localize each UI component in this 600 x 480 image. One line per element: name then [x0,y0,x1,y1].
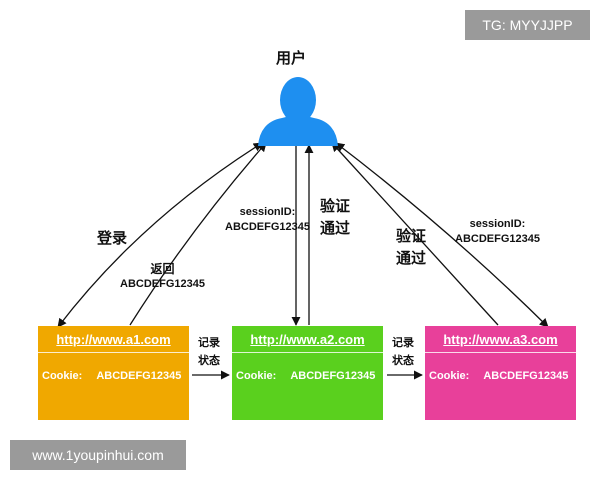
session-right-label: sessionID: ABCDEFG12345 [455,217,540,247]
divider [425,352,576,353]
watermark-bottom: www.1youpinhui.com [10,440,186,470]
verify-right-line2: 通过 [396,250,427,267]
cookie-value: ABCDEFG12345 [483,370,569,382]
user-icon [258,77,338,146]
record-1-line1: 记录 [198,337,220,349]
cookie-value: ABCDEFG12345 [96,370,182,382]
return-text: 返回 [150,262,175,276]
cookie-row: Cookie: ABCDEFG12345 [429,370,574,382]
cookie-label: Cookie: [429,370,470,382]
return-label: 返回 ABCDEFG12345 [120,262,205,292]
record-label-2: 记录 状态 [392,334,414,370]
session-right-arrow [335,142,549,328]
record-2-line2: 状态 [392,355,414,367]
site-box-a2: http://www.a2.com Cookie: ABCDEFG12345 [232,326,383,420]
record-2-line1: 记录 [392,337,414,349]
session-left-key: sessionID: [239,206,296,218]
site-box-a1: http://www.a1.com Cookie: ABCDEFG12345 [38,326,189,420]
site-url: http://www.a3.com [443,332,558,347]
divider [38,352,189,353]
user-label: 用户 [276,50,307,67]
watermark-top: TG: MYYJJPP [465,10,590,40]
divider [232,352,383,353]
session-left-label: sessionID: ABCDEFG12345 [225,205,310,235]
verify-right-label: 验证 通过 [396,226,426,270]
cookie-value: ABCDEFG12345 [290,370,376,382]
site-url: http://www.a2.com [250,332,365,347]
cookie-label: Cookie: [236,370,277,382]
login-arrow [57,142,263,328]
login-label: 登录 [97,230,128,247]
verify-left-line2: 通过 [320,220,351,237]
session-right-value: ABCDEFG12345 [455,233,540,245]
site-url: http://www.a1.com [56,332,171,347]
record-label-1: 记录 状态 [198,334,220,370]
return-arrow [129,142,267,326]
return-value: ABCDEFG12345 [120,278,205,290]
site-box-a3: http://www.a3.com Cookie: ABCDEFG12345 [425,326,576,420]
cookie-row: Cookie: ABCDEFG12345 [42,370,187,382]
cookie-label: Cookie: [42,370,83,382]
session-right-key: sessionID: [469,218,526,230]
cookie-row: Cookie: ABCDEFG12345 [236,370,381,382]
verify-right-line1: 验证 [396,228,427,245]
verify-left-label: 验证 通过 [320,196,350,240]
session-left-value: ABCDEFG12345 [225,221,310,233]
verify-left-line1: 验证 [320,198,351,215]
record-1-line2: 状态 [198,355,220,367]
